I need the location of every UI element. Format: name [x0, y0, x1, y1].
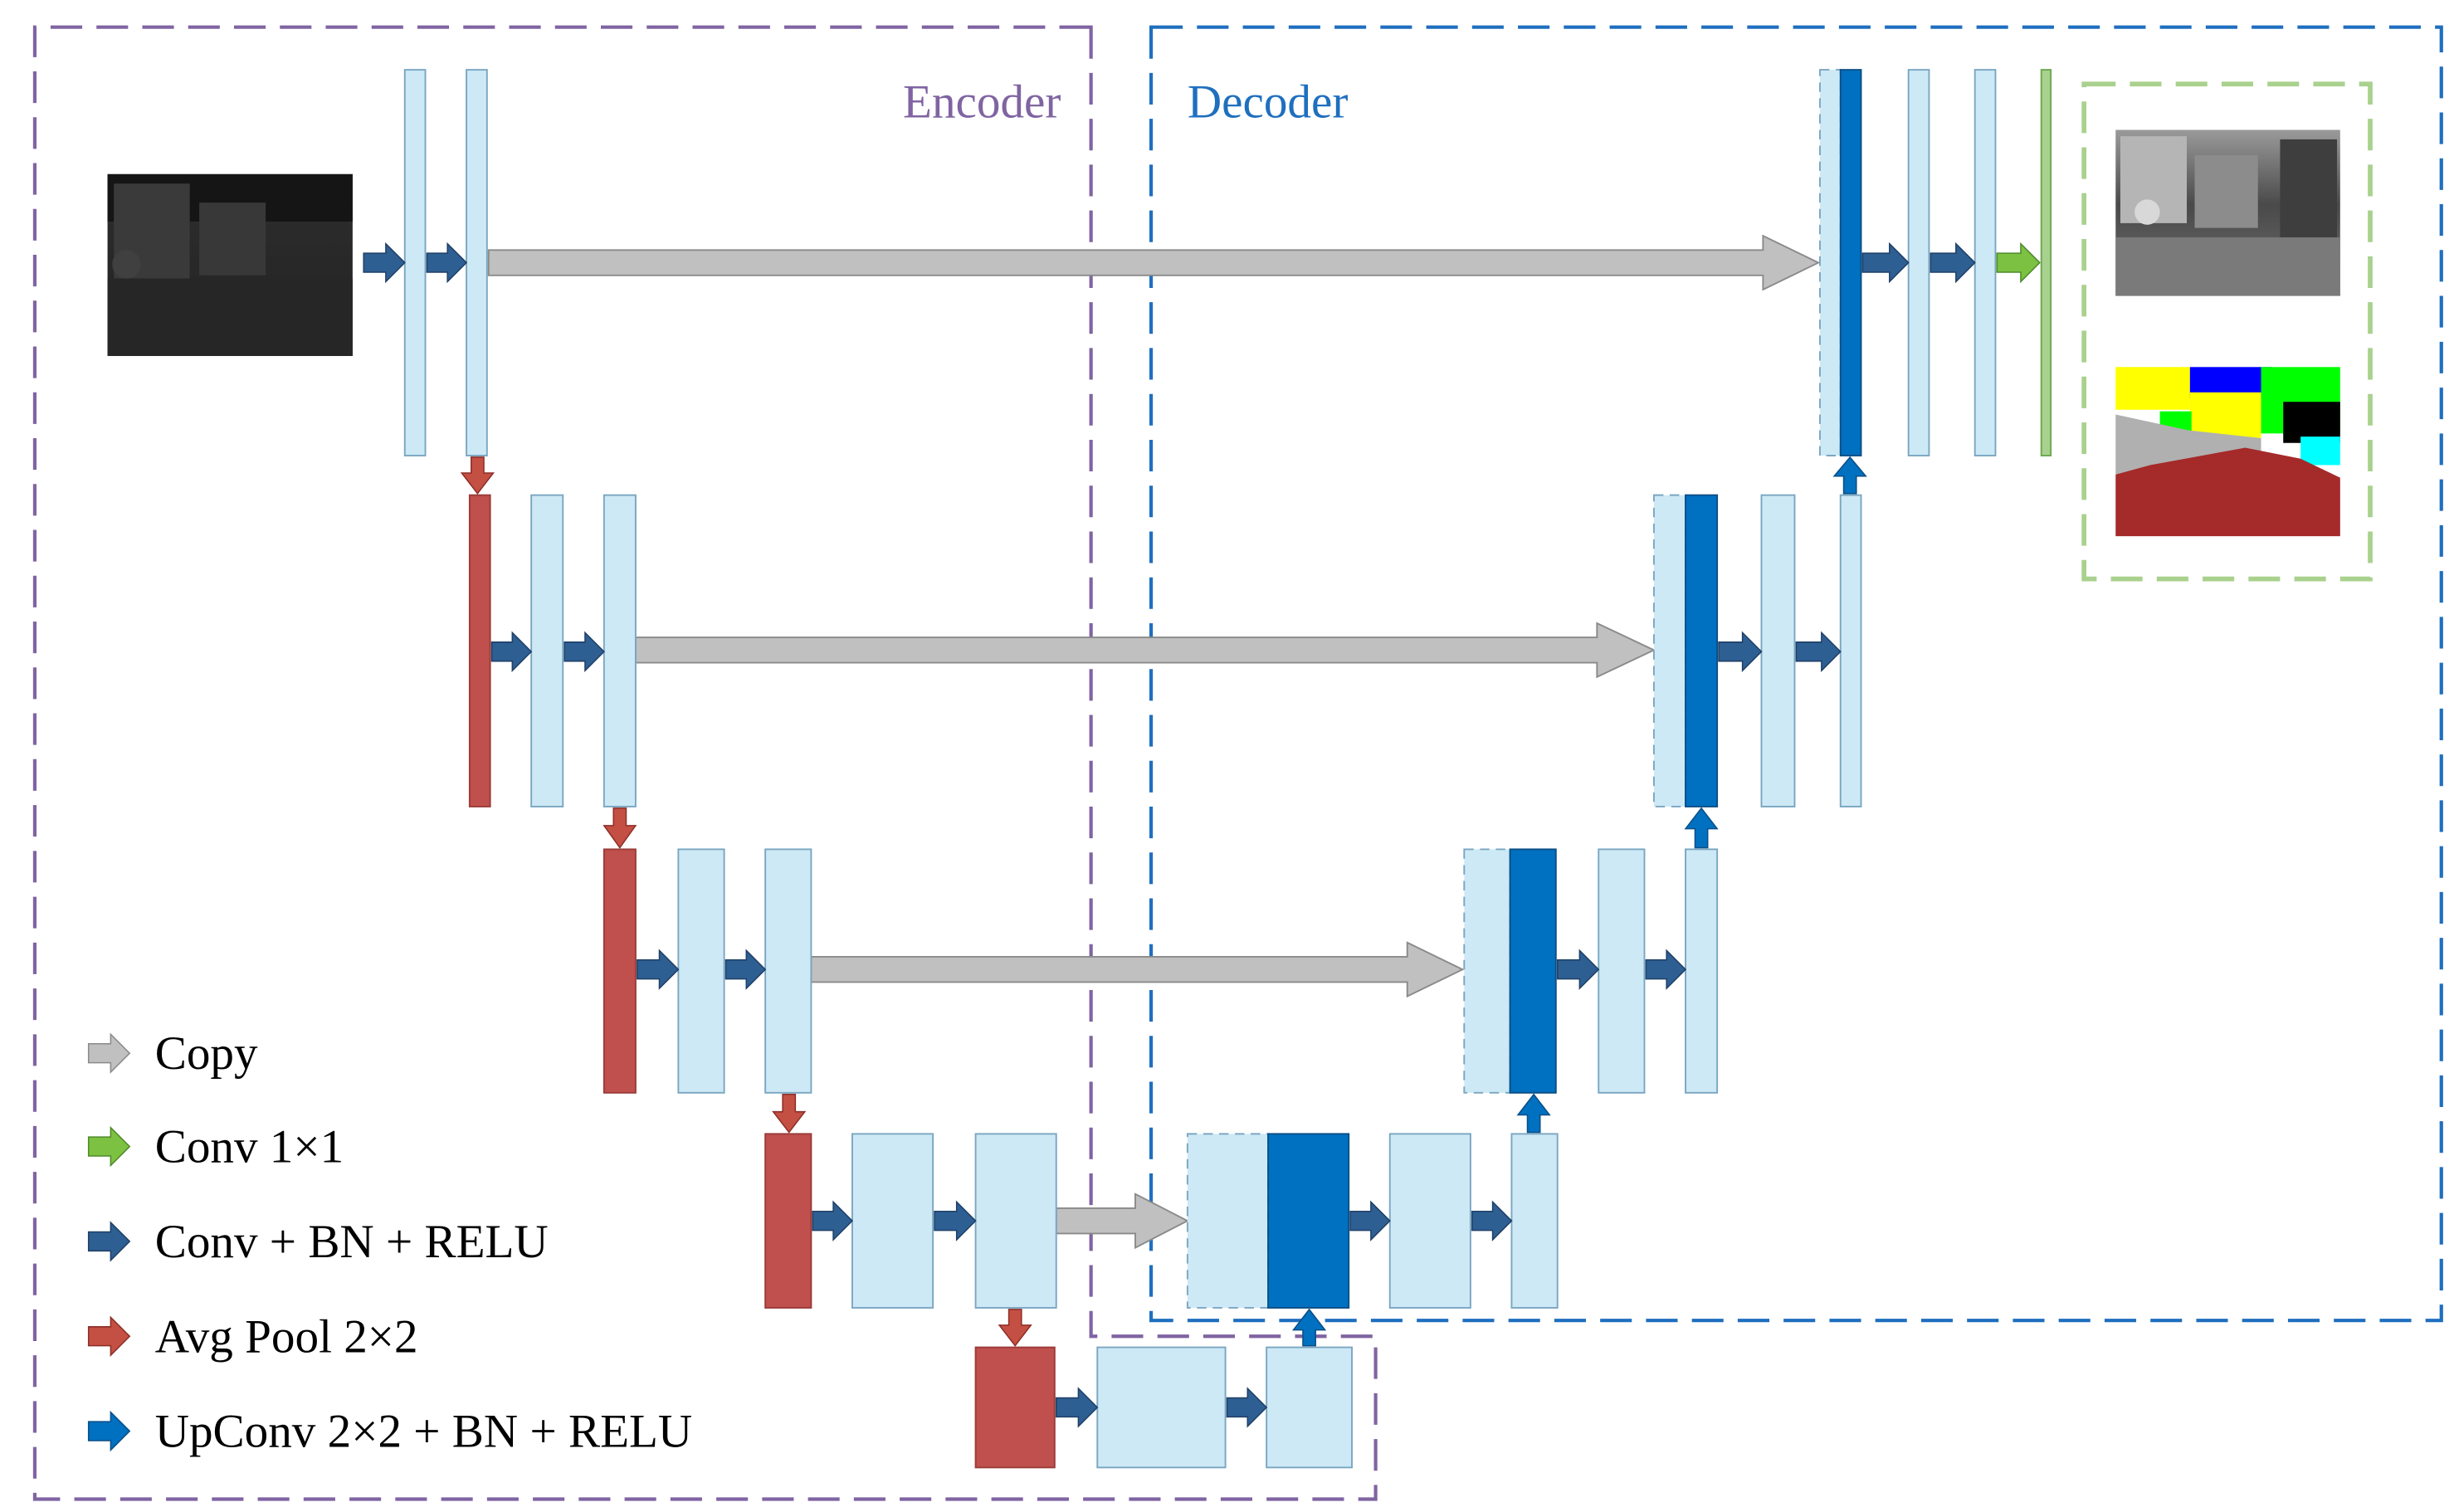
conv-arrow-1b [426, 241, 468, 284]
legend-item-copy: Copy [87, 1027, 258, 1080]
decoder-feature-map-4a [1388, 1133, 1471, 1309]
enhanced-thermal-output-image [2115, 129, 2340, 296]
decoder-label: Decoder [1188, 76, 1349, 128]
legend-item-conv-bn-relu: Conv + BN + RELU [87, 1216, 549, 1268]
pool-map-3 [603, 848, 637, 1094]
encoder-feature-map-3a [677, 848, 725, 1094]
conv-arrow-bottleneck-b [1226, 1387, 1268, 1428]
decoder-feature-map-3a [1598, 848, 1646, 1094]
conv-arrow-dec3a [1556, 949, 1600, 990]
pool-arrow-2 [603, 807, 637, 849]
encoder-feature-map-4a [851, 1133, 934, 1309]
encoder-feature-map-2b [603, 494, 637, 807]
conv-arrow-4a [812, 1200, 854, 1241]
decoder-feature-map-2a [1760, 494, 1796, 807]
legend-label-copy: Copy [155, 1027, 258, 1080]
legend-item-conv1x1: Conv 1×1 [87, 1121, 344, 1173]
gray-arrow-icon [87, 1032, 131, 1074]
copy-arrow-level-2 [634, 622, 1656, 679]
conv-arrow-dec1a [1861, 241, 1910, 284]
conv-arrow-4b [934, 1200, 977, 1241]
legend-label-upconv: UpConv 2×2 + BN + RELU [155, 1406, 692, 1458]
upconv-arrow-1 [1832, 456, 1867, 495]
pool-map-4 [764, 1133, 812, 1309]
encoder-feature-map-4b [974, 1133, 1057, 1309]
conv-arrow-2a [490, 631, 533, 672]
encoder-label: Encoder [903, 76, 1061, 128]
bright-blue-arrow-icon [87, 1410, 131, 1452]
upconv-map-1 [1839, 69, 1862, 456]
segmentation-mask-output-image [2115, 367, 2340, 537]
legend-item-upconv: UpConv 2×2 + BN + RELU [87, 1406, 692, 1458]
legend-label-conv1x1: Conv 1×1 [155, 1121, 344, 1173]
conv-arrow-1a [363, 241, 406, 284]
legend-label-avg-pool: Avg Pool 2×2 [155, 1310, 418, 1363]
pool-arrow-1 [460, 456, 495, 495]
output-region-border [2081, 81, 2373, 582]
red-arrow-icon [87, 1315, 131, 1357]
pool-map-5 [974, 1346, 1056, 1469]
decoder-copied-map-1 [1819, 69, 1842, 456]
pool-map-2 [468, 494, 491, 807]
encoder-feature-map-3b [764, 848, 812, 1094]
pool-arrow-4 [998, 1309, 1032, 1347]
upconv-arrow-2 [1684, 807, 1719, 849]
conv-arrow-dec4a [1349, 1200, 1391, 1241]
copy-arrow-level-1 [487, 234, 1821, 291]
decoder-region-border [1149, 25, 2443, 1323]
legend-label-conv-bn-relu: Conv + BN + RELU [155, 1216, 549, 1268]
encoder-feature-map-1a [403, 69, 427, 456]
conv-arrow-dec2a [1718, 631, 1763, 672]
encoder-region-border [32, 25, 1378, 1501]
bottleneck-feature-map-b [1266, 1346, 1353, 1469]
thermal-input-image [107, 173, 353, 356]
conv-arrow-bottleneck-a [1055, 1387, 1099, 1428]
bottleneck-feature-map-a [1096, 1346, 1227, 1469]
conv-arrow-dec4b [1471, 1200, 1513, 1241]
upconv-map-4 [1267, 1133, 1350, 1309]
steel-blue-arrow-icon [87, 1221, 131, 1262]
conv-arrow-3a [637, 949, 680, 990]
conv1x1-arrow [1996, 241, 2041, 284]
green-arrow-icon [87, 1125, 131, 1168]
conv-arrow-dec2b [1795, 631, 1842, 672]
decoder-copied-map-2 [1652, 494, 1686, 807]
pool-arrow-3 [772, 1093, 807, 1134]
decoder-feature-map-1a [1907, 69, 1930, 456]
copy-arrow-level-3 [810, 941, 1465, 998]
conv-arrow-3b [724, 949, 767, 990]
copy-arrow-level-4 [1055, 1193, 1189, 1250]
decoder-copied-map-3 [1463, 848, 1511, 1094]
conv-arrow-dec1b [1930, 241, 1976, 284]
decoder-feature-map-3b [1685, 848, 1719, 1094]
conv-arrow-dec3b [1645, 949, 1687, 990]
decoder-feature-map-2b [1839, 494, 1862, 807]
encoder-feature-map-2a [530, 494, 564, 807]
decoder-feature-map-1b [1973, 69, 1997, 456]
legend-item-avg-pool: Avg Pool 2×2 [87, 1310, 418, 1363]
encoder-feature-map-1b [466, 69, 488, 456]
upconv-arrow-3 [1516, 1093, 1551, 1134]
upconv-map-2 [1685, 494, 1719, 807]
upconv-map-3 [1509, 848, 1557, 1094]
decoder-feature-map-4b [1510, 1133, 1559, 1309]
upconv-arrow-4 [1291, 1308, 1327, 1347]
decoder-copied-map-4 [1186, 1133, 1269, 1309]
legend: Copy Conv 1×1 Conv + BN + RELU Avg Pool … [87, 1027, 692, 1458]
conv1x1-output-map [2040, 69, 2052, 456]
conv-arrow-2b [563, 631, 605, 672]
